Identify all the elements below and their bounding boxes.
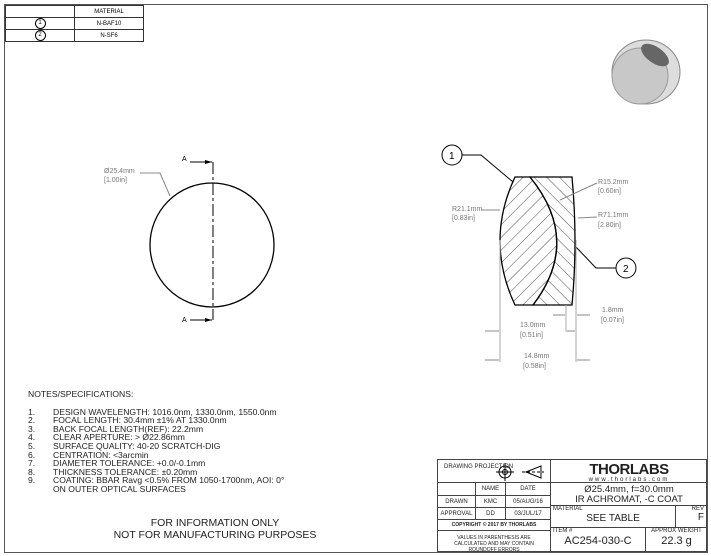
note-item: 3. BACK FOCAL LENGTH(REF): 22.2mm <box>28 425 284 434</box>
note-number: 4. <box>28 432 36 443</box>
item-label: ITEM # <box>553 528 573 534</box>
note-item: 2. FOCAL LENGTH: 30.4mm ±1% AT 1330.0nm <box>28 416 284 425</box>
note-item: 9. COATING: BBAR Ravg <0.5% FROM 1050-170… <box>28 476 284 485</box>
note-number: 2. <box>28 415 36 426</box>
note-text: ON OUTER OPTICAL SURFACES <box>53 483 186 494</box>
approval-name: DD <box>476 508 506 520</box>
title-block: DRAWING PROJECTION NAME DATE DRAWN KMC 0… <box>437 459 707 553</box>
note-text: CLEAR APERTURE: > Ø22.86mm <box>53 432 185 443</box>
date-header: DATE <box>506 483 551 496</box>
drawn-name: KMC <box>476 496 506 508</box>
note-text: DIAMETER TOLERANCE: +0.0/-0.1mm <box>53 458 206 469</box>
r2-mm: R15.2mm <box>598 179 629 186</box>
notes-title: NOTES/SPECIFICATIONS: <box>28 389 134 399</box>
material-2: N-SF6 <box>74 29 144 42</box>
note-number: 3. <box>28 423 36 434</box>
diameter-mm: Ø25.4mm <box>104 168 135 175</box>
note-number: 9. <box>28 475 36 486</box>
drawn-date: 05/AUG/16 <box>506 496 551 508</box>
note-item: 1. DESIGN WAVELENGTH: 1016.0nm, 1330.0nm,… <box>28 406 284 417</box>
r3-mm: R71.1mm <box>598 212 629 219</box>
note-item: 7. DIAMETER TOLERANCE: +0.0/-0.1mm <box>28 459 284 468</box>
note-text: BACK FOCAL LENGTH(REF): 22.2mm <box>53 423 204 434</box>
material-label: MATERIAL <box>553 506 583 512</box>
notes: NOTES/SPECIFICATIONS: 1. DESIGN WAVELENGT… <box>28 390 284 494</box>
note-number: 8. <box>28 466 36 477</box>
note-item: 5. SURFACE QUALITY: 40-20 SCRATCH-DIG <box>28 442 284 451</box>
values-note: VALUES IN PARENTHESIS ARE CALCULATED AND… <box>438 531 551 553</box>
balloon-2: 2 <box>34 30 46 41</box>
element-2-section <box>528 176 576 306</box>
front-view: A A Ø25.4mm [1.00in] <box>104 156 275 324</box>
weight-label: APPROX WEIGHT <box>651 528 702 534</box>
website: www.thorlabs.com <box>588 477 670 483</box>
note-text: FOCAL LENGTH: 30.4mm ±1% AT 1330.0nm <box>53 415 227 426</box>
drawn-label: DRAWN <box>438 496 476 508</box>
note-item: ON OUTER OPTICAL SURFACES <box>28 485 284 494</box>
r1-mm: R21.1mm <box>452 206 483 213</box>
disclaimer-1: FOR INFORMATION ONLY <box>150 517 280 529</box>
note-item: 8. THICKNESS TOLERANCE: ±0.20mm <box>28 468 284 477</box>
thorlabs-logo: THORLABS <box>589 461 669 478</box>
name-header: NAME <box>476 483 506 496</box>
note-text: CENTRATION: <3arcmin <box>53 449 149 460</box>
r3-in: [2.80in] <box>598 222 621 229</box>
balloon-1-label: 1 <box>449 151 455 162</box>
note-number: 5. <box>28 440 36 451</box>
t1-in: [0.51in] <box>520 332 543 339</box>
r1-in: [0.83in] <box>452 215 475 222</box>
disclaimer-2: NOT FOR MANUFACTURING PURPOSES <box>113 529 317 541</box>
section-label-bottom: A <box>182 317 187 324</box>
note-number <box>28 485 53 494</box>
section-view: 1 2 R21.1mm [0.83in] R15.2mm [0.60in] R7… <box>441 144 637 370</box>
note-item: 6. CENTRATION: <3arcmin <box>28 449 284 460</box>
total-in: [0.58in] <box>523 363 546 370</box>
note-text: SURFACE QUALITY: 40-20 SCRATCH-DIG <box>53 440 221 451</box>
note-number: 1. <box>28 406 36 417</box>
description-line-1: Ø25.4mm, f=30.0mm <box>584 484 674 495</box>
r2-in: [0.60in] <box>598 188 621 195</box>
approval-date: 03/JUL/17 <box>506 508 551 520</box>
approval-label: APPROVAL <box>438 508 476 520</box>
projection-label: DRAWING PROJECTION <box>438 460 551 483</box>
total-mm: 14.8mm <box>524 353 549 360</box>
section-label-top: A <box>182 156 187 163</box>
projection-symbol-icon <box>496 463 544 481</box>
material-value: SEE TABLE <box>586 513 640 524</box>
note-text: DESIGN WAVELENGTH: 1016.0nm, 1330.0nm, 1… <box>53 406 277 417</box>
t2-mm: 1.8mm <box>602 307 624 314</box>
note-text: THICKNESS TOLERANCE: ±0.20mm <box>53 466 198 477</box>
balloon-2-label: 2 <box>623 264 629 275</box>
weight-value: 22.3 g <box>661 535 692 547</box>
t2-in: [0.07in] <box>601 317 624 324</box>
sheet-border <box>4 4 708 553</box>
note-text: COATING: BBAR Ravg <0.5% FROM 1050-1700n… <box>53 475 285 486</box>
rev-value: F <box>697 512 704 523</box>
diameter-in: [1.00in] <box>104 177 127 184</box>
rev-label: REV <box>691 506 704 512</box>
description-line-2: IR ACHROMAT, -C COAT <box>575 494 683 505</box>
copyright: COPYRIGHT © 2017 BY THORLABS <box>438 520 551 531</box>
t1-mm: 13.0mm <box>520 322 545 329</box>
note-item: 4. CLEAR APERTURE: > Ø22.86mm <box>28 433 284 442</box>
note-number: 7. <box>28 458 36 469</box>
item-number: AC254-030-C <box>564 535 632 547</box>
note-number: 6. <box>28 449 36 460</box>
balloon-1: 1 <box>34 18 46 29</box>
lens-photo <box>611 39 681 105</box>
